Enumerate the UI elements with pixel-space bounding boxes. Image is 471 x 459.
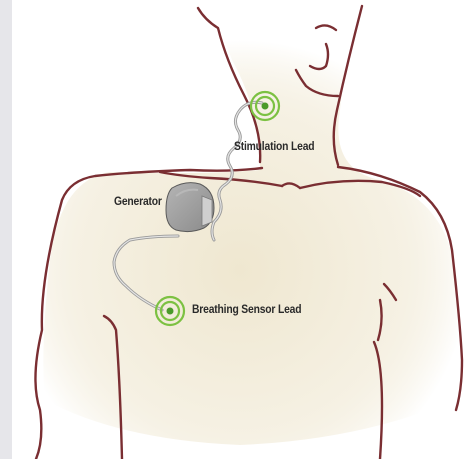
generator-device-icon (166, 183, 214, 232)
breathing-sensor-rings (156, 297, 184, 325)
stim-ring-inner (262, 103, 269, 110)
generator-header (202, 196, 212, 226)
stimulation-lead-rings (251, 92, 279, 120)
generator-label: Generator (114, 194, 162, 208)
breathing-sensor-lead-label: Breathing Sensor Lead (192, 302, 301, 316)
stimulation-lead-label: Stimulation Lead (234, 139, 314, 153)
breath-ring-inner (167, 308, 174, 315)
torso-fill (43, 0, 457, 445)
